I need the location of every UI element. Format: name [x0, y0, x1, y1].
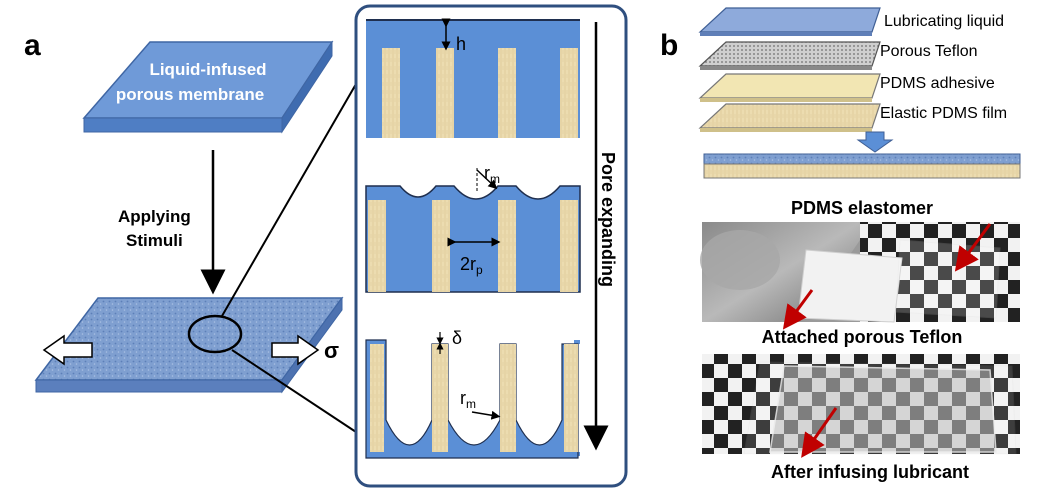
pore-expanding-label: Pore expanding	[598, 152, 618, 287]
photo-pdms-elastomer	[700, 222, 1020, 322]
stimuli-label-line2: Stimuli	[126, 231, 183, 250]
photo3-caption: After infusing lubricant	[771, 462, 969, 482]
layer-label-2: PDMS adhesive	[880, 75, 995, 92]
thickness-label: h	[456, 34, 466, 54]
stimuli-label-line1: Applying	[118, 207, 191, 226]
layer-label-0: Lubricating liquid	[884, 13, 1004, 30]
membrane-label-line1: Liquid-infused	[149, 60, 266, 79]
panel-b-letter: b	[660, 29, 678, 62]
photo-after-infusing	[702, 354, 1020, 454]
layer-stack	[700, 8, 880, 132]
assembly-arrow	[858, 132, 892, 152]
layer-label-3: Elastic PDMS film	[880, 105, 1007, 122]
panel-a-letter: a	[24, 29, 41, 62]
inset-stage-1	[366, 20, 580, 138]
stress-symbol: σ	[324, 338, 339, 363]
membrane-label-line2: porous membrane	[116, 85, 264, 104]
layer-label-1: Porous Teflon	[880, 43, 978, 60]
photo2-caption: Attached porous Teflon	[762, 327, 963, 347]
photo1-caption: PDMS elastomer	[791, 198, 933, 218]
assembled-film	[704, 154, 1020, 178]
film-thickness-label: δ	[452, 328, 462, 348]
